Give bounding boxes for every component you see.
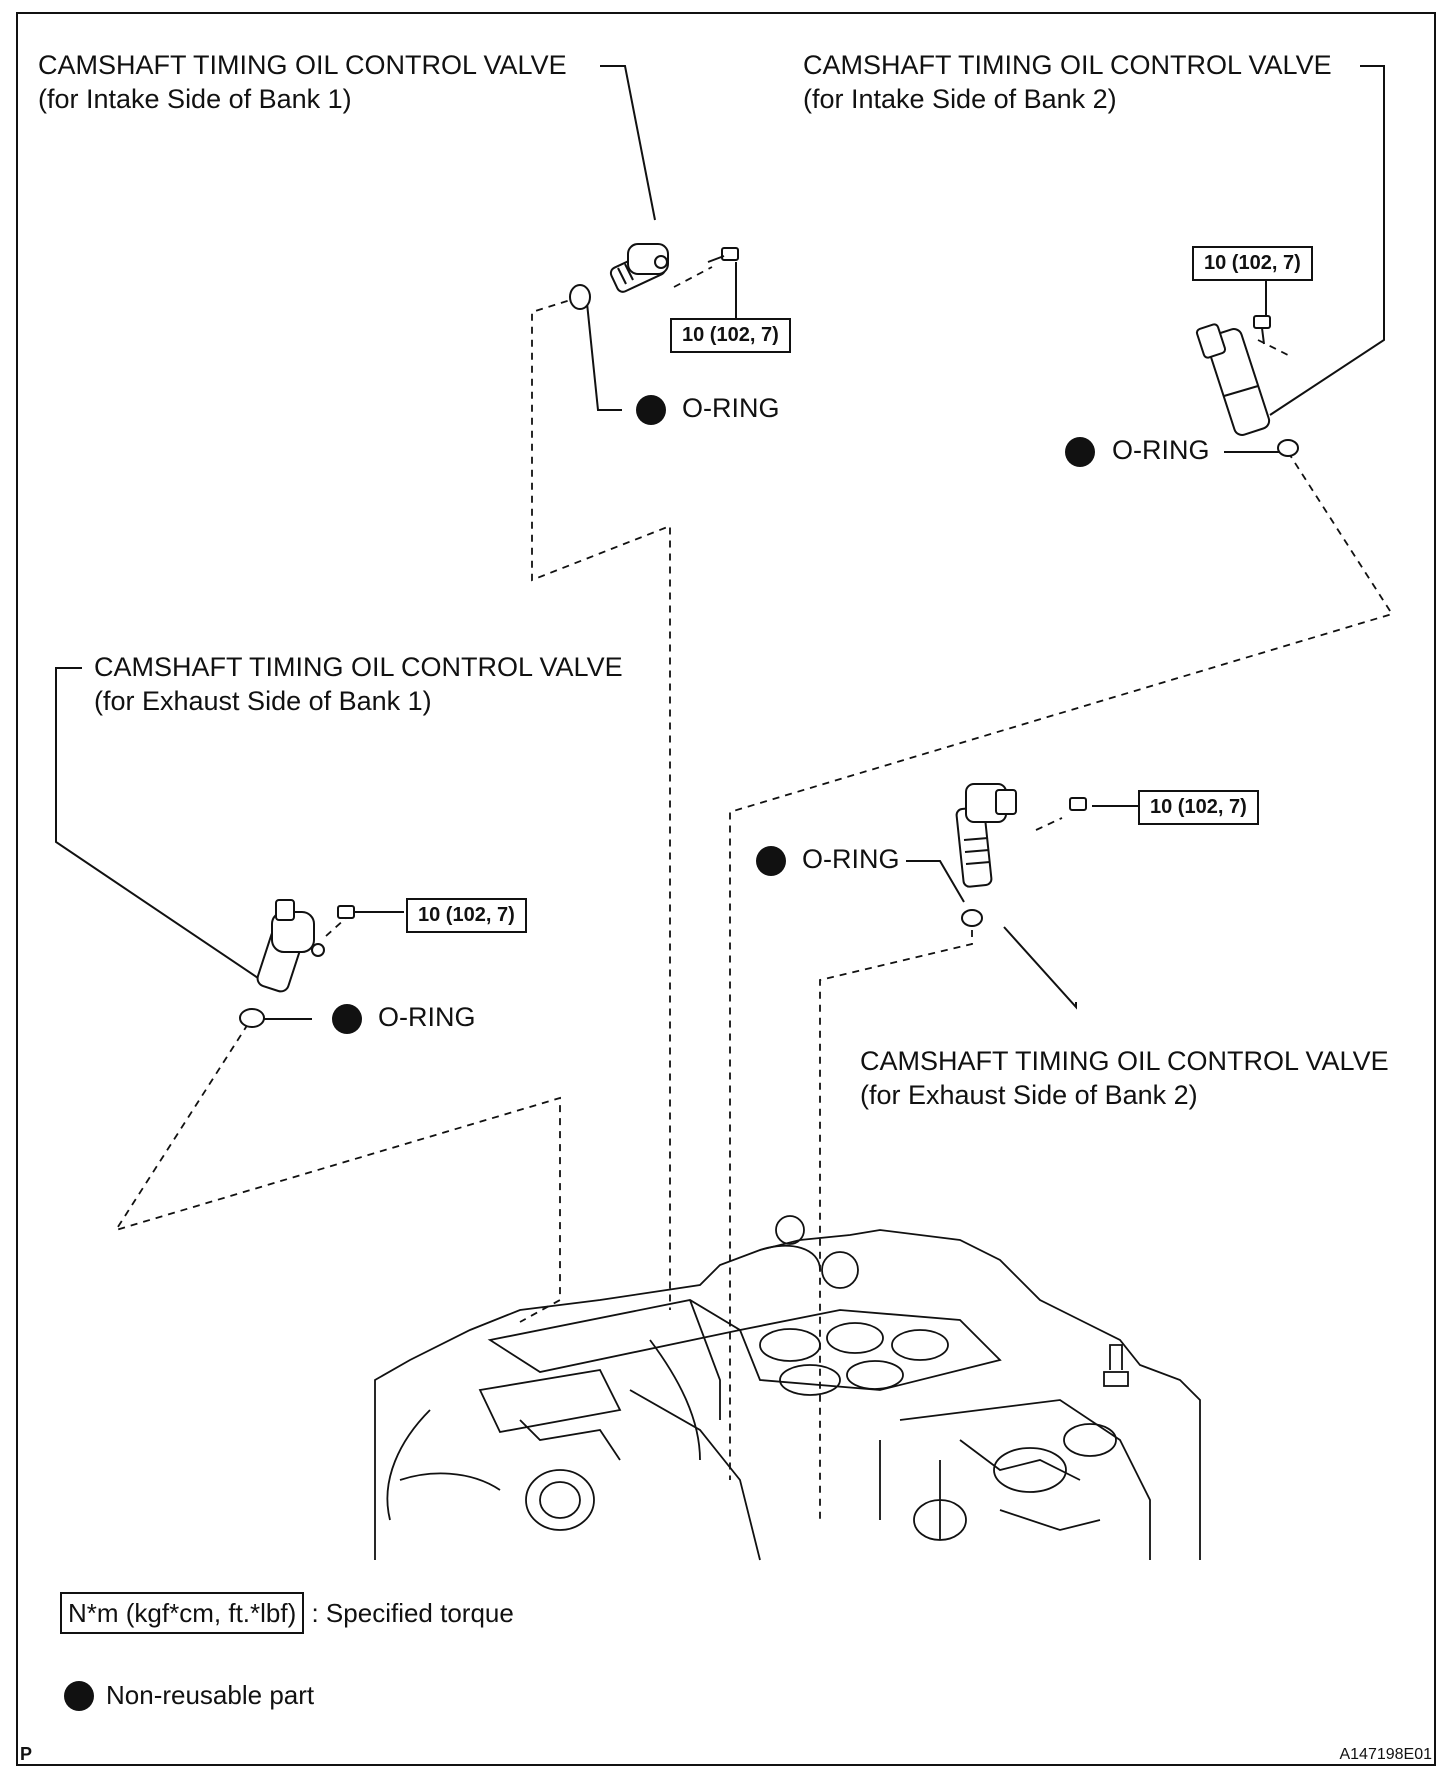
callout-exhaust-bank2: CAMSHAFT TIMING OIL CONTROL VALVE (for E…	[860, 1044, 1389, 1112]
dash-exhaust-bank1	[113, 1023, 561, 1323]
torque-box-intake-bank2: 10 (102, 7)	[1192, 246, 1313, 281]
nonreusable-dot-exhaust-bank2	[756, 846, 786, 876]
bolt-intake-bank2	[1253, 315, 1271, 345]
callout-exhaust-bank1: CAMSHAFT TIMING OIL CONTROL VALVE (for E…	[94, 650, 623, 718]
dash-exhaust-bank2	[819, 930, 973, 1520]
nonreusable-markers	[64, 395, 1095, 1711]
legend-nonreusable-dot	[64, 1681, 94, 1711]
leader-oring-intake-bank1	[586, 302, 622, 411]
leader-exhaust-bank2	[1003, 926, 1077, 1010]
bolt-exhaust-bank2	[1069, 797, 1087, 811]
engine-assembly	[374, 1215, 1201, 1561]
callout-exhaust-bank1-sub: (for Exhaust Side of Bank 1)	[94, 686, 432, 716]
oring-label-intake-bank1: O-RING	[682, 393, 780, 423]
callout-intake-bank1: CAMSHAFT TIMING OIL CONTROL VALVE (for I…	[38, 48, 567, 116]
legend-torque: N*m (kgf*cm, ft.*lbf) : Specified torque	[60, 1592, 514, 1634]
oring-intake-bank2	[1277, 439, 1299, 457]
oring-label-intake-bank2: O-RING	[1112, 435, 1210, 465]
valve-exhaust-bank1	[256, 899, 325, 993]
callout-intake-bank1-sub: (for Intake Side of Bank 1)	[38, 84, 352, 114]
oring-label-exhaust-bank2: O-RING	[802, 844, 900, 874]
leader-intake-bank1	[600, 65, 656, 221]
bolt-intake-bank1	[707, 247, 739, 263]
oring-exhaust-bank1	[239, 1008, 265, 1028]
torque-box-intake-bank1: 10 (102, 7)	[670, 318, 791, 353]
oring-exhaust-bank2	[961, 909, 983, 927]
oring-intake-bank1	[569, 284, 591, 310]
figure-id: A147198E01	[1339, 1746, 1432, 1763]
nonreusable-dot-intake-bank1	[636, 395, 666, 425]
legend-nonreusable-text: Non-reusable part	[106, 1680, 315, 1710]
dash-intake-bank2	[729, 451, 1394, 1480]
leader-exhaust-bank1	[55, 667, 259, 979]
legend-torque-text: : Specified torque	[311, 1598, 514, 1628]
callout-intake-bank1-title: CAMSHAFT TIMING OIL CONTROL VALVE	[38, 50, 567, 80]
legend-torque-box: N*m (kgf*cm, ft.*lbf)	[60, 1592, 305, 1634]
callout-intake-bank2-title: CAMSHAFT TIMING OIL CONTROL VALVE	[803, 50, 1332, 80]
callout-exhaust-bank2-sub: (for Exhaust Side of Bank 2)	[860, 1080, 1198, 1110]
callout-exhaust-bank1-title: CAMSHAFT TIMING OIL CONTROL VALVE	[94, 652, 623, 682]
callout-intake-bank2-sub: (for Intake Side of Bank 2)	[803, 84, 1117, 114]
torque-box-exhaust-bank2: 10 (102, 7)	[1138, 790, 1259, 825]
valve-exhaust-bank2	[955, 783, 1017, 888]
nonreusable-dot-exhaust-bank1	[332, 1004, 362, 1034]
footer-left-mark: P	[20, 1744, 33, 1764]
diagram-frame	[16, 12, 1436, 1766]
nonreusable-dot-intake-bank2	[1065, 437, 1095, 467]
callout-exhaust-bank2-title: CAMSHAFT TIMING OIL CONTROL VALVE	[860, 1046, 1389, 1076]
leader-oring-exhaust-bank2	[906, 860, 965, 903]
bolt-exhaust-bank1	[337, 905, 355, 919]
valve-intake-bank1	[609, 243, 669, 293]
callout-intake-bank2: CAMSHAFT TIMING OIL CONTROL VALVE (for I…	[803, 48, 1332, 116]
torque-box-exhaust-bank1: 10 (102, 7)	[406, 898, 527, 933]
leader-intake-bank2	[1269, 65, 1385, 416]
oring-label-exhaust-bank1: O-RING	[378, 1002, 476, 1032]
valve-intake-bank2	[1195, 323, 1271, 436]
dash-intake-bank1	[531, 296, 671, 1310]
